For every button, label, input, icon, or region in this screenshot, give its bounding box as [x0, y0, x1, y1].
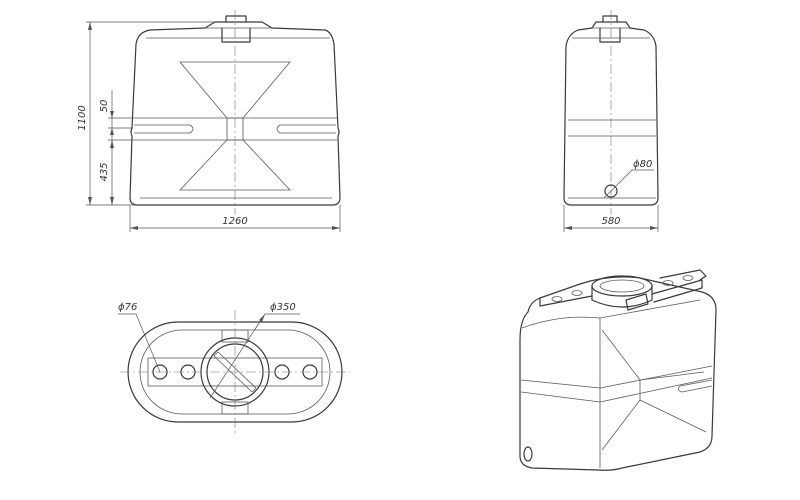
side-view-neck [599, 15, 621, 43]
step-lower-label: 435 [99, 162, 110, 181]
iso-body-lines [520, 299, 713, 468]
iso-side-groove [678, 379, 713, 393]
width-side-label: 580 [601, 216, 620, 227]
iso-lid-inner [599, 279, 645, 293]
iso-fitting-4 [682, 275, 694, 281]
front-view-neck [221, 15, 251, 43]
iso-body-outline [519, 276, 717, 471]
height-total-label: 1100 [77, 105, 88, 130]
fitting-leader [135, 313, 161, 373]
fitting-diameter-label: ϕ76 [118, 302, 137, 313]
iso-lid-wall [591, 285, 653, 308]
isometric-view [519, 269, 717, 471]
iso-fitting-3 [662, 280, 674, 286]
front-view-width-dimension: 1260 [129, 205, 341, 232]
side-view-body-outline [563, 21, 659, 206]
outlet-diameter-label: ϕ80 [633, 159, 652, 170]
front-view-left-groove [134, 124, 194, 134]
side-view: ϕ80 [563, 10, 659, 215]
front-view-hourglass-rib [179, 61, 291, 191]
iso-fitting-1 [551, 296, 563, 302]
top-view-lid-handle [213, 351, 257, 393]
top-view-outline [127, 321, 343, 423]
width-front-label: 1260 [222, 216, 247, 227]
front-view-right-groove [276, 124, 336, 134]
front-view-inner-outline [140, 37, 332, 199]
iso-top-rib [539, 279, 703, 307]
front-view-height-dimensions: 1100 50 435 [77, 21, 215, 206]
top-view: ϕ76 ϕ350 [118, 302, 350, 435]
iso-fitting-2 [571, 290, 583, 296]
lid-diameter-label: ϕ350 [270, 302, 296, 313]
side-view-width-dimension: 580 [563, 205, 659, 232]
iso-outlet [523, 446, 533, 462]
iso-hourglass-rib [601, 329, 707, 451]
top-view-inner-outline [139, 329, 331, 415]
front-view [129, 10, 341, 215]
step-upper-label: 50 [99, 100, 110, 113]
iso-handle-tab [625, 293, 649, 311]
lid-leader [209, 313, 266, 399]
side-view-inner-lines [568, 37, 656, 199]
outlet-leader [603, 169, 633, 199]
iso-top-rib-right [659, 269, 707, 281]
iso-lid-top [591, 275, 653, 297]
